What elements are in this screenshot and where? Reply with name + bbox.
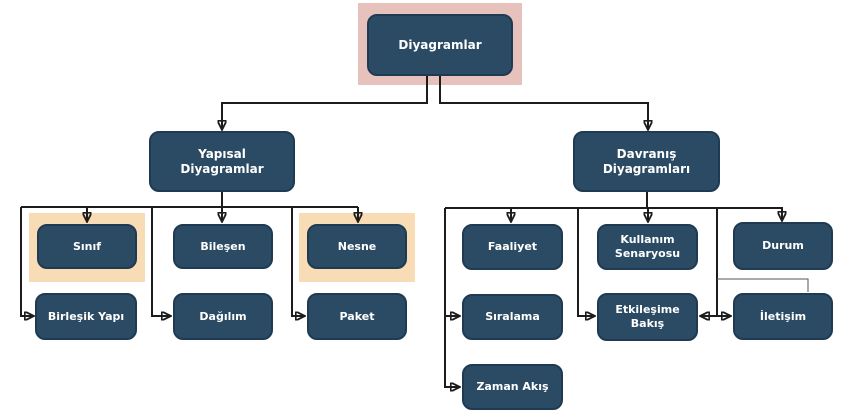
node-label: Yapısal Diyagramlar	[180, 146, 264, 176]
node-label: Durum	[762, 239, 804, 253]
node-faaliyet: Faaliyet	[462, 224, 563, 270]
node-nesne: Nesne	[307, 224, 407, 269]
node-label: Diyagramlar	[398, 37, 482, 52]
node-iletisim: İletişim	[733, 293, 833, 340]
node-zaman-akis: Zaman Akış	[462, 364, 563, 410]
node-dagilim: Dağılım	[173, 293, 273, 340]
node-label: Nesne	[337, 239, 377, 253]
node-durum: Durum	[733, 222, 833, 270]
node-label: Bileşen	[200, 239, 246, 253]
node-label: Etkileşime Bakış	[615, 303, 680, 330]
node-etkilesime-bakis: Etkileşime Bakış	[597, 293, 698, 341]
node-yapisal-diyagramlar: Yapısal Diyagramlar	[149, 131, 295, 192]
node-kullanim-senaryosu: Kullanım Senaryosu	[597, 224, 698, 270]
node-diyagramlar: Diyagramlar	[367, 14, 513, 76]
node-sinif: Sınıf	[37, 224, 137, 269]
node-label: Sıralama	[485, 310, 540, 324]
node-label: Paket	[339, 309, 375, 323]
node-label: Faaliyet	[487, 240, 538, 254]
node-bilesen: Bileşen	[173, 224, 273, 269]
node-siralama: Sıralama	[462, 294, 563, 340]
node-label: Davranış Diyagramları	[602, 146, 691, 176]
node-label: Sınıf	[72, 239, 102, 253]
node-davranis-diyagramlari: Davranış Diyagramları	[573, 131, 720, 192]
node-paket: Paket	[307, 293, 407, 340]
node-label: Dağılım	[199, 309, 247, 323]
node-label: Zaman Akış	[476, 380, 549, 394]
node-label: Birleşik Yapı	[47, 309, 125, 323]
node-birlesik-yapi: Birleşik Yapı	[35, 293, 137, 340]
node-label: Kullanım Senaryosu	[614, 233, 681, 260]
node-label: İletişim	[759, 309, 807, 323]
